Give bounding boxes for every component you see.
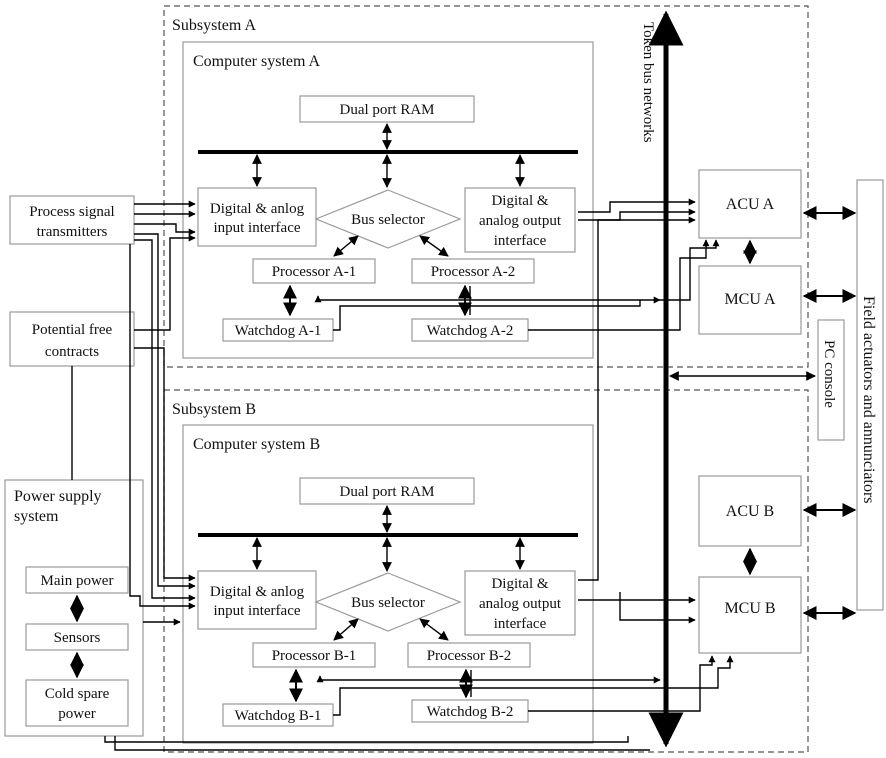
subsystem-b-label: Subsystem B <box>172 401 256 418</box>
contacts-line1: Potential free <box>32 322 113 338</box>
subsystem-a-frame <box>163 5 809 368</box>
input-interface-a <box>197 187 317 247</box>
power-title-line1: Power supply <box>14 488 102 505</box>
process-signal-transmitters <box>9 195 135 245</box>
computer-system-b-title: Computer system B <box>193 436 320 453</box>
dual-port-ram-b-label: Dual port RAM <box>340 484 435 500</box>
transmitters-line2: transmitters <box>37 224 108 240</box>
bus-selector-b-label: Bus selector <box>351 595 425 611</box>
output-interface-a-line3: interface <box>494 233 547 249</box>
processor-b1 <box>252 642 376 668</box>
selector-proc2-arrow-b <box>419 618 449 641</box>
acu-a-label: ACU A <box>726 196 775 213</box>
input-interface-b-line1: Digital & anlog <box>210 584 305 600</box>
acu-a <box>698 169 802 239</box>
processor-a1 <box>252 258 376 284</box>
input-interface-b <box>197 570 317 630</box>
bus-selector-a-label: Bus selector <box>351 212 425 228</box>
signal-wiring <box>71 198 734 751</box>
transmitters-line1: Process signal <box>29 204 114 220</box>
mcu-b-label: MCU B <box>724 600 775 617</box>
input-interface-b-line2: input interface <box>213 603 300 619</box>
selector-proc2-arrow-a <box>419 235 449 257</box>
field-actuators-label: Field actuators and annunciators <box>860 296 877 504</box>
output-interface-a <box>464 187 576 253</box>
dual-port-ram-a-label: Dual port RAM <box>340 102 435 118</box>
input-interface-a-line1: Digital & anlog <box>210 201 305 217</box>
input-interface-a-line2: input interface <box>213 220 300 236</box>
output-interface-b-line2: analog output <box>479 596 562 612</box>
watchdog-a2-label: Watchdog A-2 <box>427 323 514 339</box>
selector-proc1-arrow-a <box>333 235 359 257</box>
dual-port-ram-b <box>299 477 475 505</box>
acu-b-label: ACU B <box>726 503 774 520</box>
processor-b1-label: Processor B-1 <box>272 648 357 664</box>
watchdog-b2-label: Watchdog B-2 <box>427 704 514 720</box>
output-interface-a-line2: analog output <box>479 213 562 229</box>
watchdog-b1-label: Watchdog B-1 <box>235 708 322 724</box>
processor-b2-label: Processor B-2 <box>427 648 512 664</box>
cold-spare-line2: power <box>58 706 96 722</box>
processor-a1-label: Processor A-1 <box>272 264 357 280</box>
acu-b <box>698 475 802 547</box>
contacts-line2: contracts <box>45 344 99 360</box>
main-power-label: Main power <box>41 573 114 589</box>
cold-spare-line1: Cold spare <box>45 686 110 702</box>
subsystem-a-label: Subsystem A <box>172 17 256 34</box>
output-interface-a-line1: Digital & <box>491 193 548 209</box>
field-actuators <box>856 179 884 611</box>
output-interface-b-line3: interface <box>494 616 547 632</box>
dual-port-ram-a <box>299 95 475 123</box>
bus-selector-a <box>314 189 462 249</box>
selector-proc1-arrow-b <box>333 618 359 641</box>
sensors <box>25 623 129 651</box>
computer-system-a-title: Computer system A <box>193 53 321 70</box>
processor-a2 <box>411 258 535 284</box>
pc-console <box>817 319 845 441</box>
output-interface-b <box>464 570 576 636</box>
output-interface-b-line1: Digital & <box>491 576 548 592</box>
mcu-b <box>698 576 802 654</box>
sensors-label: Sensors <box>54 630 101 646</box>
mcu-a <box>698 265 802 335</box>
cold-spare-power <box>25 679 129 727</box>
main-power <box>25 566 129 594</box>
processor-a2-label: Processor A-2 <box>431 264 516 280</box>
mcu-a-label: MCU A <box>724 291 776 308</box>
bus-selector-b <box>314 572 462 632</box>
token-bus-label: Token bus networks <box>640 22 656 143</box>
pc-console-label: PC console <box>821 340 837 408</box>
potential-free-contacts <box>9 311 135 367</box>
watchdog-a1-label: Watchdog A-1 <box>235 323 322 339</box>
power-title-line2: system <box>14 508 59 525</box>
processor-b2 <box>407 642 531 668</box>
